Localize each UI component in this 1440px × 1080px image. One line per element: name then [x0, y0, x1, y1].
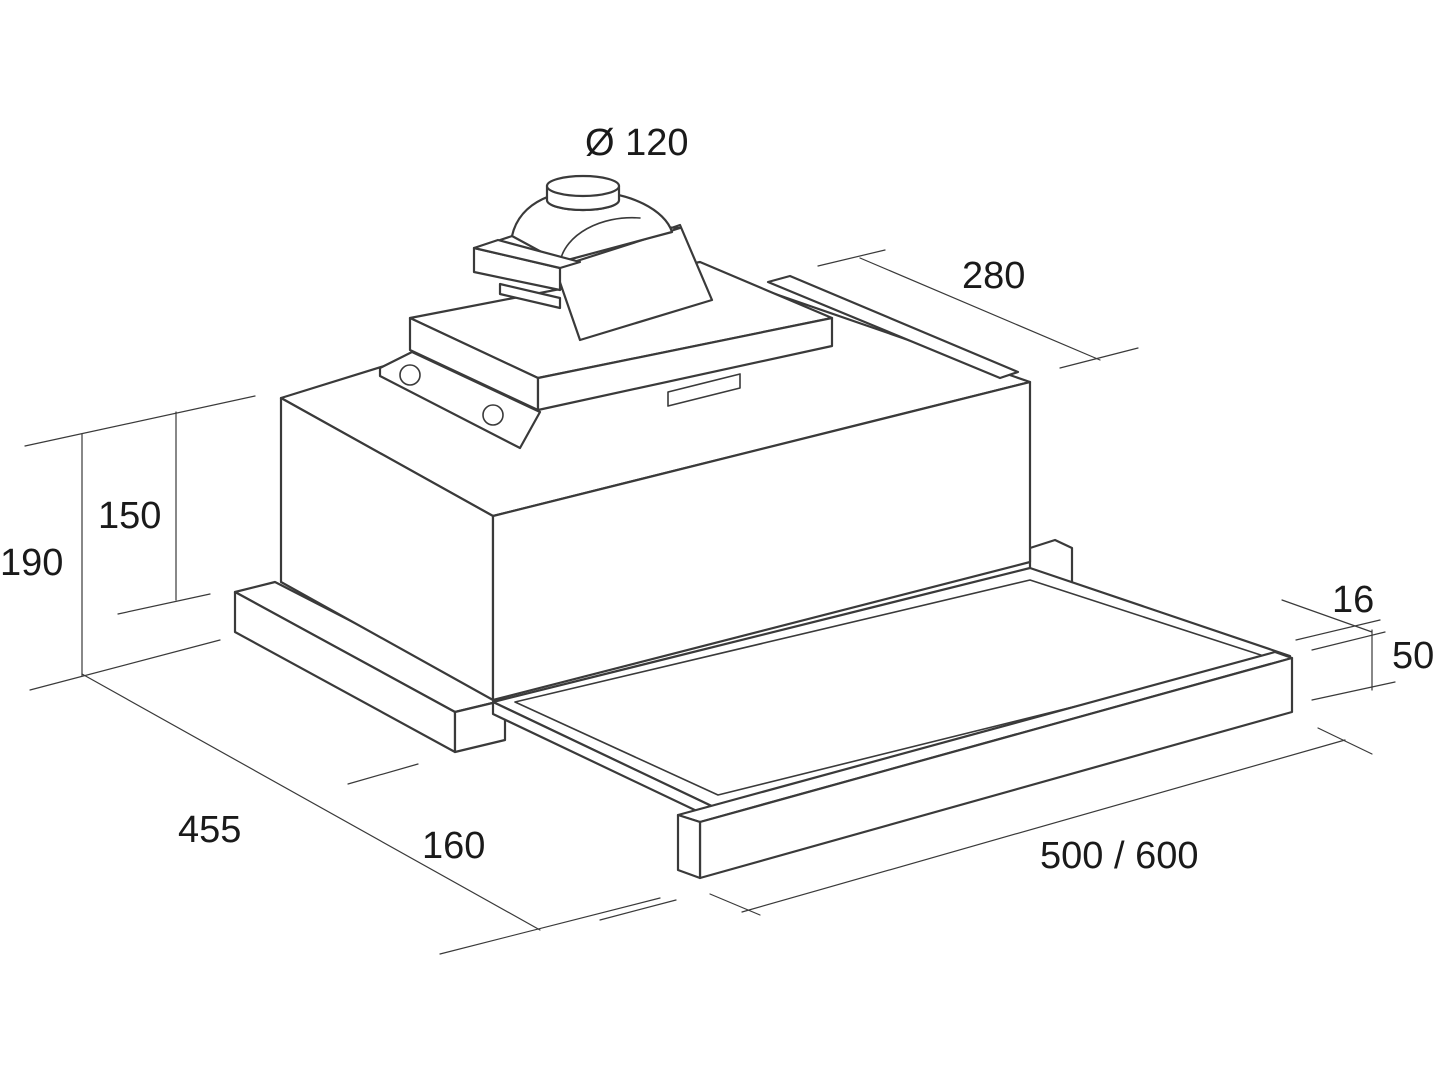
- duct-outlet: [545, 174, 621, 212]
- top-back-strip: [766, 274, 1020, 380]
- label-duct-diameter: Ø 120: [585, 122, 689, 164]
- slide-out-tray: [491, 566, 1294, 880]
- label-front-panel-depth: 16: [1332, 579, 1374, 621]
- mount-hole-right: [482, 404, 504, 426]
- label-front-panel-height: 50: [1392, 635, 1434, 677]
- label-depth-top: 280: [962, 255, 1025, 297]
- hood-body: [279, 266, 1032, 702]
- fan-housing: [472, 190, 714, 342]
- dimension-lines: [24, 249, 1396, 955]
- label-height-total: 190: [0, 542, 63, 584]
- mount-hole-left: [399, 364, 421, 386]
- label-width: 500 / 600: [1040, 835, 1198, 877]
- label-depth-total: 455: [178, 809, 241, 851]
- label-slide-extension: 160: [422, 825, 485, 867]
- label-height-body: 150: [98, 495, 161, 537]
- left-side-rail: [233, 580, 507, 754]
